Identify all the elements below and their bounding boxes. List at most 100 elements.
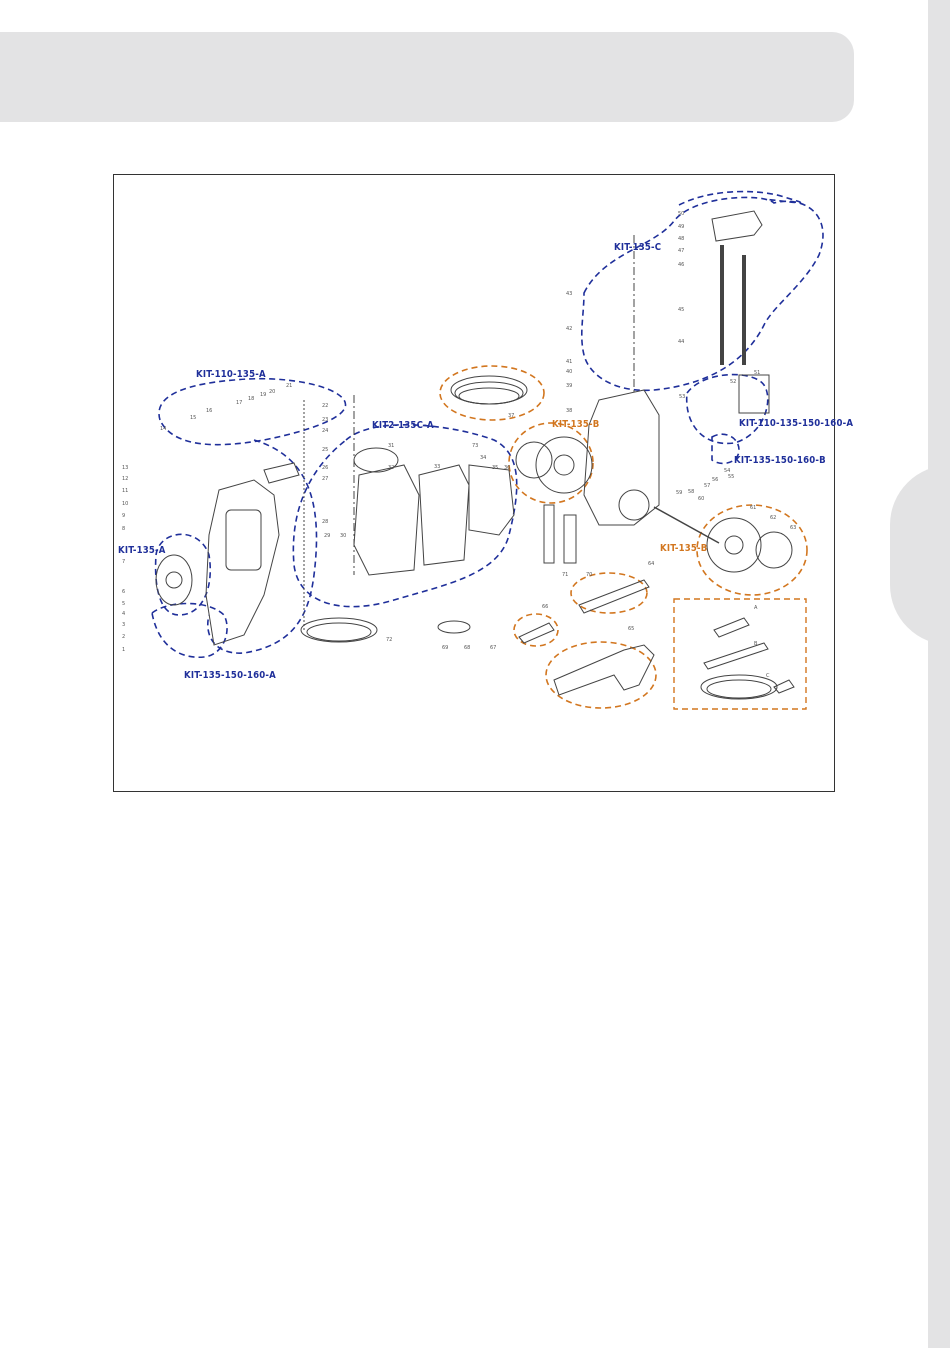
part-number-73: 73: [472, 443, 479, 449]
wheel-top-part: [535, 436, 593, 494]
lance-64-part: [578, 579, 650, 614]
part-number-46: 46: [678, 262, 685, 268]
part-number-3: 3: [122, 622, 126, 628]
part-number-71: 71: [562, 572, 569, 578]
part-number-10: 10: [122, 501, 129, 507]
part-number-1: 1: [122, 647, 126, 653]
kit-outline-hose-37: [439, 365, 545, 421]
rear-wheel-hub-part: [618, 489, 650, 521]
part-number-68: 68: [464, 645, 471, 651]
hose-68-part: [437, 620, 471, 634]
part-number-21: 21: [286, 383, 293, 389]
part-number-17: 17: [236, 400, 243, 406]
part-number-34: 34: [480, 455, 487, 461]
part-number-25: 25: [322, 447, 329, 453]
part-number-42: 42: [566, 326, 573, 332]
part-number-66: 66: [542, 604, 549, 610]
kit-label-135-150-160-a: KIT-135-150-160-A: [184, 670, 276, 681]
part-number-20: 20: [269, 389, 276, 395]
kit-label-135-a: KIT-135-A: [118, 545, 166, 556]
part-number-11: 11: [122, 488, 129, 494]
part-number-8: 8: [122, 526, 126, 532]
nozzle-c-part: [773, 679, 795, 694]
part-number-43: 43: [566, 291, 573, 297]
part-number-15: 15: [190, 415, 197, 421]
part-number-40: 40: [566, 369, 573, 375]
nozzle-66-part: [518, 622, 555, 644]
pump-head-part: [468, 464, 515, 536]
display-window-part: [225, 509, 262, 571]
pump-part: [418, 464, 470, 566]
kit-outline-nozzle-66: [513, 613, 559, 647]
kit-label-2-135c-a: KIT2-135C-A: [372, 420, 434, 431]
part-number-2: 2: [122, 634, 126, 640]
bracket-part-71: [543, 504, 555, 564]
rear-frame-part: [583, 389, 660, 526]
bracket-part-70: [563, 514, 577, 564]
kit-label-135-c: KIT-135-C: [614, 242, 662, 253]
part-number-57: 57: [704, 483, 711, 489]
kit-outline-135-b-bottom: [696, 504, 808, 596]
right-edge-strip: [928, 0, 950, 1348]
part-number-50: 50: [678, 211, 685, 217]
part-number-19: 19: [260, 392, 267, 398]
header-bar: [0, 32, 854, 122]
front-panel-knob: [155, 554, 193, 606]
wheel-cap-bottom: [755, 531, 793, 569]
part-number-48: 48: [678, 236, 685, 242]
part-number-39: 39: [566, 383, 573, 389]
kit-label-110-135-a: KIT-110-135-A: [196, 369, 266, 380]
part-number-58: 58: [688, 489, 695, 495]
part-number-14: 14: [160, 426, 167, 432]
part-number-38: 38: [566, 408, 573, 414]
part-letter-c: C: [766, 673, 770, 679]
part-number-32: 32: [388, 465, 395, 471]
kit-label-135-150-160-b: KIT-135-150-160-B: [734, 455, 826, 466]
exploded-view-frame: KIT-135-C KIT-110-135-A KIT2-135C-A KIT-…: [113, 174, 853, 792]
kit-outline-135-b-top: [508, 422, 594, 504]
part-number-56: 56: [712, 477, 719, 483]
part-number-7: 7: [122, 559, 126, 565]
part-number-30: 30: [340, 533, 347, 539]
kit-outline-110-135-a: [158, 377, 347, 446]
part-number-47: 47: [678, 248, 685, 254]
part-number-62: 62: [770, 515, 777, 521]
front-cover-part: [205, 479, 280, 646]
part-number-26: 26: [322, 465, 329, 471]
kit-outline-135-150-160-b: [711, 433, 740, 465]
part-number-45: 45: [678, 307, 685, 313]
filter-grille-part: [738, 374, 770, 414]
kit-label-110-135-150-160-a: KIT-110-135-150-160-A: [739, 418, 854, 429]
part-number-61: 61: [750, 505, 757, 511]
part-number-64: 64: [648, 561, 655, 567]
part-number-70: 70: [586, 572, 593, 578]
part-number-9: 9: [122, 513, 126, 519]
part-number-69: 69: [442, 645, 449, 651]
wheel-cap-top: [515, 441, 553, 479]
part-number-54: 54: [724, 468, 731, 474]
part-number-49: 49: [678, 224, 685, 230]
kit-outline-135-150-160-a: [151, 602, 228, 659]
part-number-35: 35: [492, 465, 499, 471]
part-number-27: 27: [322, 476, 329, 482]
hose-bottom-part: [300, 617, 378, 643]
handle-grip-part: [711, 210, 763, 242]
part-number-55: 55: [728, 474, 735, 480]
part-number-29: 29: [324, 533, 331, 539]
kit-outline-2-135c-a: [292, 424, 518, 608]
part-number-24: 24: [322, 428, 329, 434]
part-number-5: 5: [122, 601, 126, 607]
part-number-59: 59: [676, 490, 683, 496]
part-number-36: 36: [504, 465, 511, 471]
part-number-16: 16: [206, 408, 213, 414]
part-number-13: 13: [122, 465, 129, 471]
part-number-65: 65: [628, 626, 635, 632]
gun-65-part: [553, 644, 655, 696]
part-number-53: 53: [679, 394, 686, 400]
part-number-72: 72: [386, 637, 393, 643]
part-number-44: 44: [678, 339, 685, 345]
part-letter-b: B: [754, 641, 758, 647]
lance-accessory: [703, 642, 769, 670]
part-number-67: 67: [490, 645, 497, 651]
part-letter-a: A: [754, 605, 758, 611]
